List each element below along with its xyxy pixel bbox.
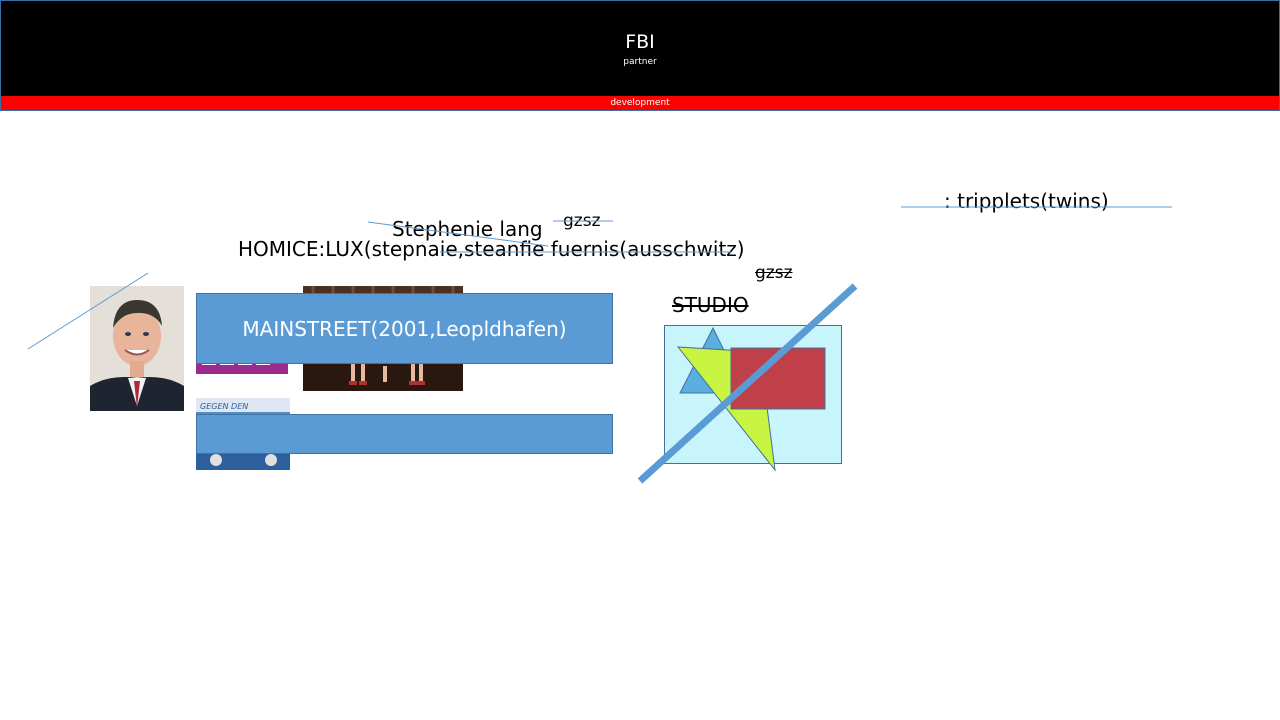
magazine-title: GEGEN DEN [200,402,248,411]
development-label: development [610,98,670,108]
mainstreet-box: MAINSTREET(2001,Leopldhafen) [196,293,613,364]
header-subtitle: partner [623,57,657,67]
header-banner [0,0,1280,96]
studio-text: STUDIO [672,293,749,317]
homice-text: HOMICE:LUX(stepnaie,steanfie fuernis(aus… [238,237,745,261]
portrait-photo [90,286,184,411]
tripplets-text: : tripplets(twins) [944,189,1109,213]
mainstreet-label: MAINSTREET(2001,Leopldhafen) [242,316,567,341]
header-title: FBI [625,31,655,53]
gzsz-top-text: gzsz [563,211,601,231]
empty-blue-box [196,414,613,454]
studio-box [664,325,842,464]
gzsz-right-text: gzsz [755,263,793,283]
